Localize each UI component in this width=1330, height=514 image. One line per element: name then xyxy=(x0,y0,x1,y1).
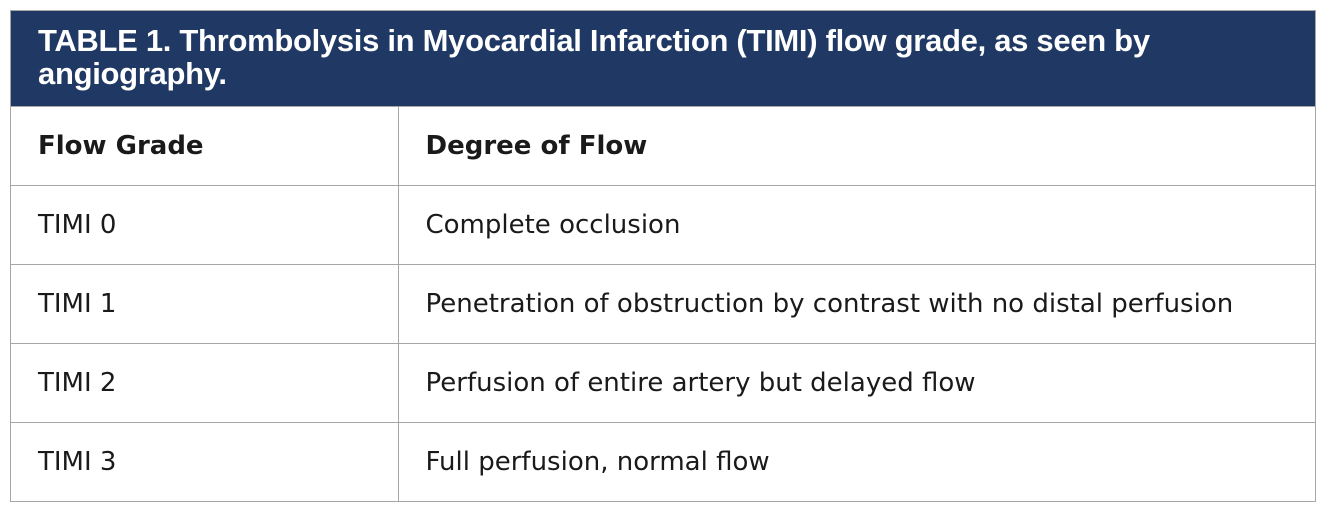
header-row: Flow Grade Degree of Flow xyxy=(11,107,1315,186)
flow-grade-cell: TIMI 3 xyxy=(11,422,399,501)
degree-of-flow-cell: Penetration of obstruction by contrast w… xyxy=(397,264,1315,344)
table-row: TIMI 0 Complete occlusion xyxy=(11,185,1315,265)
table-row: TIMI 3 Full perfusion, normal flow xyxy=(11,422,1315,501)
header-flow-grade: Flow Grade xyxy=(11,107,399,186)
flow-grade-cell: TIMI 2 xyxy=(11,343,399,423)
degree-of-flow-cell: Perfusion of entire artery but delayed f… xyxy=(397,343,1315,423)
degree-of-flow-cell: Complete occlusion xyxy=(397,185,1315,265)
timi-table: TABLE 1. Thrombolysis in Myocardial Infa… xyxy=(10,10,1316,502)
flow-grade-cell: TIMI 0 xyxy=(11,185,399,265)
degree-of-flow-cell: Full perfusion, normal flow xyxy=(397,422,1315,501)
flow-grade-cell: TIMI 1 xyxy=(11,264,399,344)
data-table: Flow Grade Degree of Flow TIMI 0 Complet… xyxy=(11,107,1315,501)
table-row: TIMI 1 Penetration of obstruction by con… xyxy=(11,264,1315,344)
table-row: TIMI 2 Perfusion of entire artery but de… xyxy=(11,343,1315,423)
header-degree-of-flow: Degree of Flow xyxy=(397,107,1315,186)
table-caption: TABLE 1. Thrombolysis in Myocardial Infa… xyxy=(11,11,1315,107)
